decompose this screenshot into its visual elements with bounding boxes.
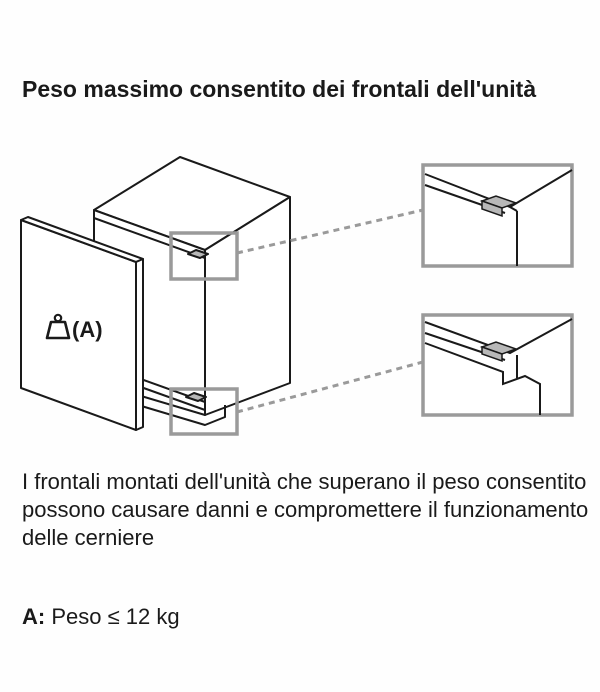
spec-key: A: [22, 604, 46, 629]
spec-value: Peso ≤ 12 kg [51, 604, 180, 629]
upper-detail-view [421, 163, 574, 268]
weight-label: (A) [72, 317, 103, 342]
lower-detail-view [421, 313, 574, 417]
description-text: I frontali montati dell'unità che supera… [22, 469, 589, 550]
upper-leader-line [236, 208, 424, 255]
upper-hinge [187, 249, 209, 259]
appliance-diagram: (A) [20, 156, 574, 436]
weight-spec: A: Peso ≤ 12 kg [22, 603, 180, 631]
weight-icon [45, 313, 71, 340]
upper-highlight-box [169, 231, 239, 281]
lower-hinge [185, 392, 207, 402]
page-title: Peso massimo consentito dei frontali del… [22, 76, 537, 102]
